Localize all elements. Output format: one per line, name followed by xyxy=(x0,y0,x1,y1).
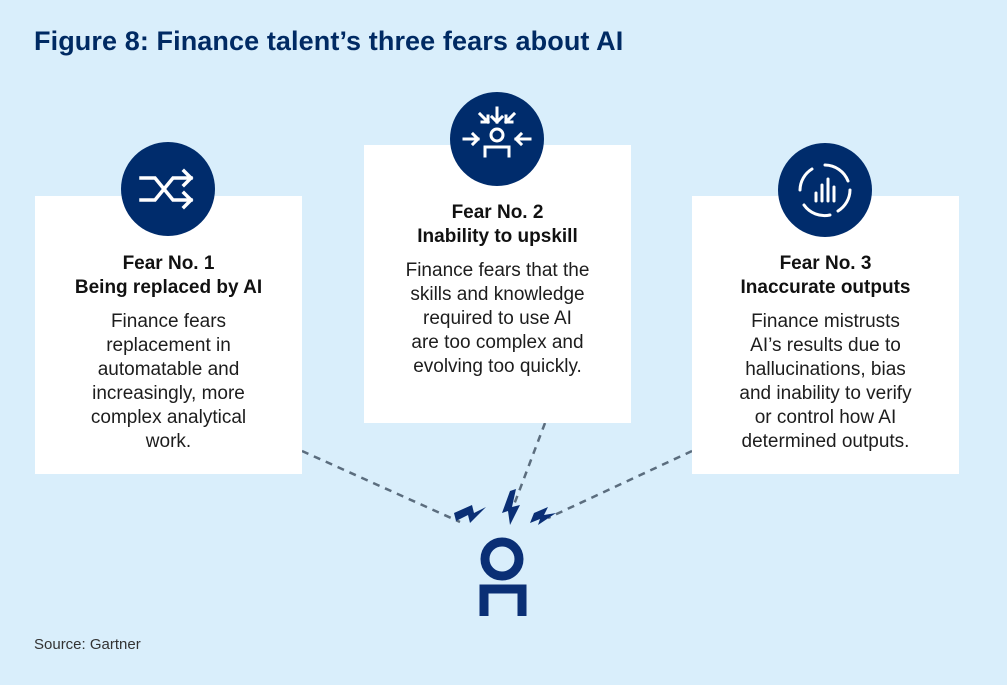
connector-line-1 xyxy=(301,449,461,524)
fear-heading: Inaccurate outputs xyxy=(740,277,911,298)
fear-card-2: Fear No. 2 Inability to upskill Finance … xyxy=(364,145,631,423)
fear-number: Fear No. 1 xyxy=(122,253,215,274)
fear-heading: Being replaced by AI xyxy=(74,277,263,298)
source-note: Source: Gartner xyxy=(34,636,141,653)
fear-description: Finance fears that the skills and knowle… xyxy=(405,260,590,377)
fear-card-3: Fear No. 3 Inaccurate outputs Finance mi… xyxy=(692,196,959,474)
connector-line-3 xyxy=(547,449,693,520)
fear-description: Finance mistrusts AI’s results due to ha… xyxy=(739,311,912,452)
figure-title: Figure 8: Finance talent’s three fears a… xyxy=(34,26,624,56)
fear-card-1: Fear No. 1 Being replaced by AI Finance … xyxy=(35,196,302,474)
fear-heading: Inability to upskill xyxy=(417,226,578,247)
shuffle-icon xyxy=(121,142,215,236)
fear-number: Fear No. 3 xyxy=(779,253,872,274)
stressed-person-icon xyxy=(454,489,556,616)
converging-arrows-person-icon xyxy=(450,92,544,186)
fear-number: Fear No. 2 xyxy=(451,202,544,223)
circular-chart-icon xyxy=(778,143,872,237)
fear-description: Finance fears replacement in automatable… xyxy=(90,311,247,452)
connector-line-2 xyxy=(510,422,547,511)
